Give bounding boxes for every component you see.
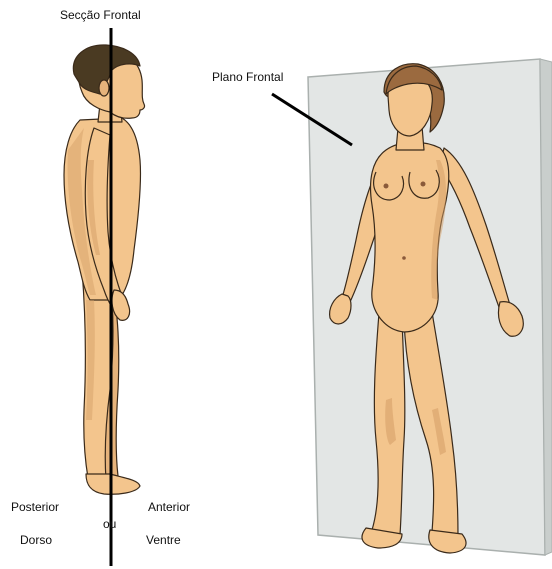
plano-frontal-label: Plano Frontal [212, 70, 283, 84]
posterior-label: Posterior [11, 500, 59, 514]
male-figure-side-view [64, 45, 145, 494]
dorso-label: Dorso [20, 533, 52, 547]
seccao-frontal-label: Secção Frontal [60, 8, 141, 22]
anterior-label: Anterior [148, 500, 190, 514]
ventre-label: Ventre [146, 533, 181, 547]
ou-label: ou [103, 517, 116, 531]
